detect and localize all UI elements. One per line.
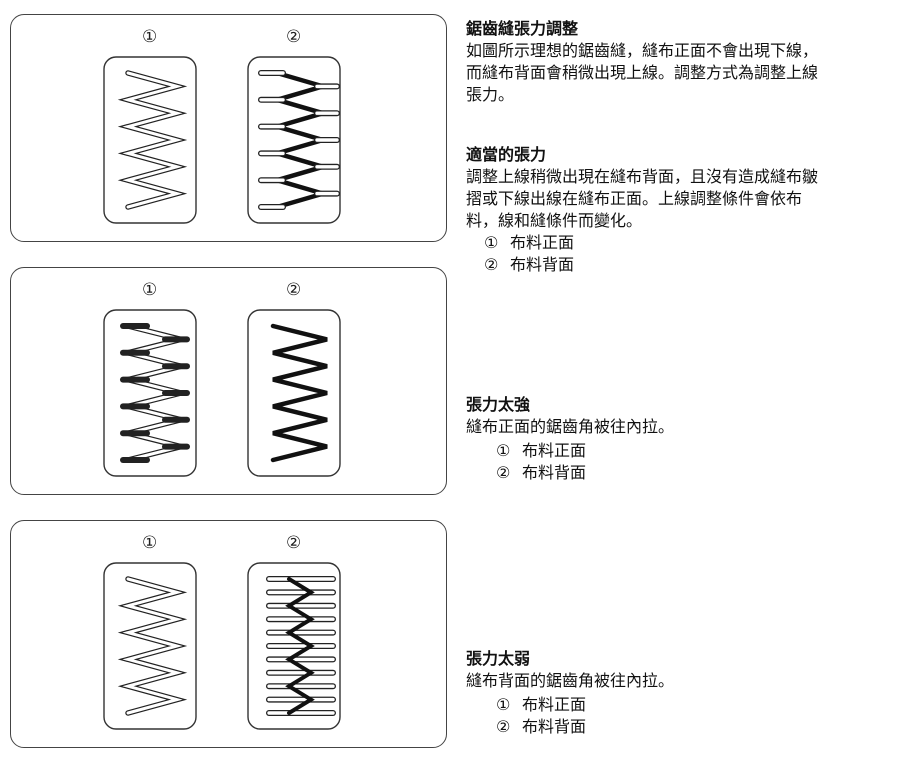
section-title: 張力太強 [466, 395, 531, 414]
body-line: 縫布正面的鋸齒角被往內拉。 [466, 417, 675, 436]
section-title: 適當的張力 [466, 145, 547, 164]
stitch-outline-inner [122, 577, 183, 715]
section-title: 張力太弱 [466, 649, 531, 668]
section-correct-tension: 適當的張力 調整上線稍微出現在縫布背面，且沒有造成縫布皺 摺或下線出線在縫布正面… [466, 144, 818, 276]
marker-front: ① [142, 27, 158, 47]
stitch-outline-inner [122, 71, 183, 209]
fabric-box [103, 56, 197, 224]
body-line: 張力。 [466, 85, 515, 104]
figure-panel-2: ① ② [10, 267, 447, 495]
section-title: 鋸齒縫張力調整 [466, 19, 579, 38]
section-zigzag-tension: 鋸齒縫張力調整 如圖所示理想的鋸齒縫，縫布正面不會出現下線， 而縫布背面會稍微出… [466, 18, 818, 106]
stitch-diagram-ideal [103, 56, 341, 224]
body-line: 縫布背面的鋸齒角被往內拉。 [466, 671, 675, 690]
body-line: 而縫布背面會稍微出現上線。調整方式為調整上線 [466, 63, 819, 82]
fabric-box [247, 562, 341, 730]
figure-panel-3: ① ② [10, 520, 447, 748]
fabric-box [103, 309, 197, 477]
stitch-solid [270, 323, 328, 463]
figure-panel-1: ① ② [10, 14, 447, 242]
fabric-box [103, 562, 197, 730]
fabric-box [247, 309, 341, 477]
marker-front: ① [142, 280, 158, 300]
stitch-diagram-too-loose [103, 562, 341, 730]
marker-back: ② [286, 280, 302, 300]
stitch-diagram-too-tight [103, 309, 341, 477]
body-line: 調整上線稍微出現在縫布背面，且沒有造成縫布皺 [466, 167, 819, 186]
body-line: 摺或下線出線在縫布正面。上線調整條件會依布 [466, 189, 803, 208]
marker-back: ② [286, 27, 302, 47]
body-line: 如圖所示理想的鋸齒縫，縫布正面不會出現下線， [466, 41, 819, 60]
body-line: 料，線和縫條件而變化。 [466, 211, 643, 230]
marker-front: ① [142, 533, 158, 553]
marker-back: ② [286, 533, 302, 553]
stitch-solid [285, 577, 315, 715]
